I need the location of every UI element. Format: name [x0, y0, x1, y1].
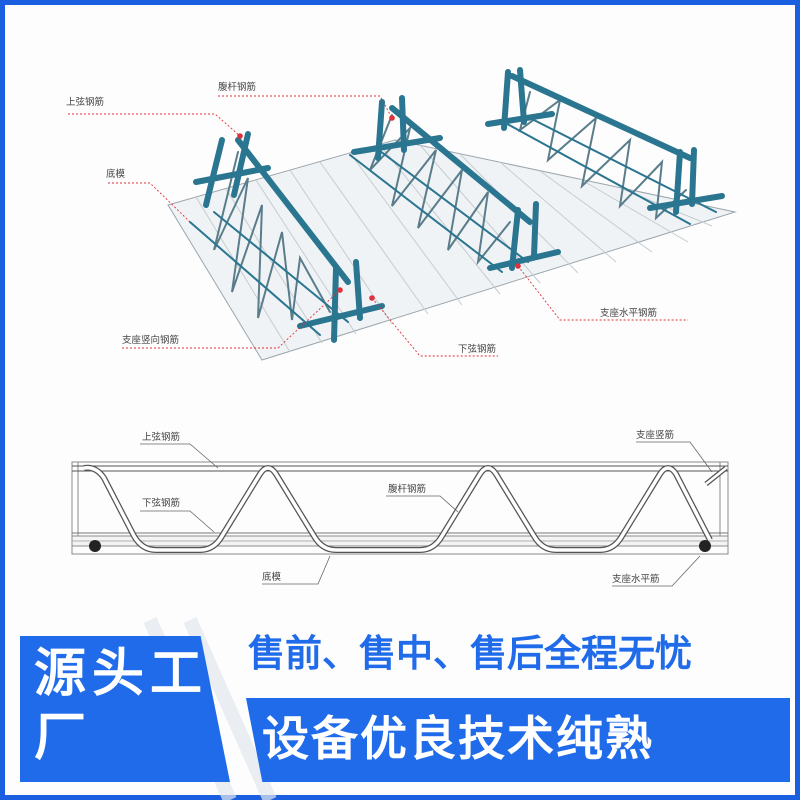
truss-1-support-horizontal-b [297, 303, 385, 329]
support-horizontal-right [699, 540, 711, 552]
label-lower-chord-top: 下弦钢筋 [458, 343, 496, 355]
truss-1-support-vertical-c [331, 265, 339, 343]
truss-2-lower-chord-b [375, 147, 529, 263]
truss-2-support-vertical-d [531, 201, 539, 259]
bottom-mold-sheet [167, 139, 737, 361]
isometric-view: 上弦钢筋 腹杆钢筋 底模 支座竖向钢筋 下弦钢筋 支座水平钢筋 [66, 67, 737, 361]
label-bottom-mold-bottom: 底模 [262, 571, 282, 583]
truss-1-upper-chord [235, 137, 351, 285]
slogan-line-1: 售前、售中、售后全程无忧 [248, 632, 692, 675]
callout-leaders-bottom [140, 441, 713, 587]
truss-2 [349, 95, 561, 273]
callout-leaders-top [68, 95, 688, 357]
truss-1-support-horizontal-a [193, 165, 271, 185]
slogan-banner [246, 698, 790, 782]
support-horizontal-left [89, 540, 101, 552]
source-factory-badge [20, 636, 230, 782]
label-upper-chord-bottom: 上弦钢筋 [142, 431, 180, 443]
slogan-line-2: 设备优良技术纯熟 [262, 712, 654, 767]
truss-1-support-vertical-a [203, 137, 225, 208]
truss-3-web-rebar [518, 91, 687, 221]
truss-1-web-rebar [213, 151, 331, 321]
truss-1 [189, 131, 385, 343]
truss-3-upper-chord [509, 73, 693, 161]
truss-3-support-horizontal-b [647, 193, 725, 211]
label-lower-chord-bottom: 下弦钢筋 [142, 497, 180, 509]
label-web-rebar-bottom: 腹杆钢筋 [388, 483, 426, 495]
truss-3-support-vertical-d [689, 147, 697, 207]
callout-dots-top [237, 115, 521, 301]
truss-3-support-vertical-b [517, 67, 527, 125]
truss-3 [485, 67, 725, 225]
truss-2-support-horizontal-b [487, 249, 561, 271]
truss-2-web-rebar [369, 114, 511, 266]
truss-2-support-horizontal-a [351, 135, 443, 155]
truss-2-support-vertical-c [509, 207, 521, 271]
truss-2-upper-chord [389, 105, 533, 225]
label-support-horizontal-bottom: 支座水平筋 [612, 573, 660, 585]
label-support-horizontal-top: 支座水平钢筋 [600, 307, 657, 319]
truss-3-lower-chord-b [521, 113, 717, 213]
elevation-frame [71, 461, 729, 555]
truss-2-lower-chord-a [349, 154, 503, 273]
label-support-vertical-top: 支座竖向钢筋 [122, 334, 179, 346]
source-factory-text: 源头工厂 [34, 644, 209, 768]
callout-labels-bottom: 上弦钢筋 支座竖筋 下弦钢筋 腹杆钢筋 底模 支座水平筋 [142, 429, 674, 585]
label-web-rebar-top: 腹杆钢筋 [218, 81, 256, 93]
label-upper-chord-top: 上弦钢筋 [66, 96, 104, 108]
truss-1-support-vertical-b [231, 131, 251, 198]
truss-1-lower-chord-a [189, 221, 321, 336]
elevation-view: 上弦钢筋 支座竖筋 下弦钢筋 腹杆钢筋 底模 支座水平筋 [71, 429, 729, 587]
label-support-vertical-bottom: 支座竖筋 [636, 429, 674, 441]
truss-3-support-horizontal-a [485, 111, 555, 127]
label-bottom-mold-top: 底模 [106, 168, 126, 180]
callout-labels-top: 上弦钢筋 腹杆钢筋 底模 支座竖向钢筋 下弦钢筋 支座水平钢筋 [66, 81, 657, 355]
